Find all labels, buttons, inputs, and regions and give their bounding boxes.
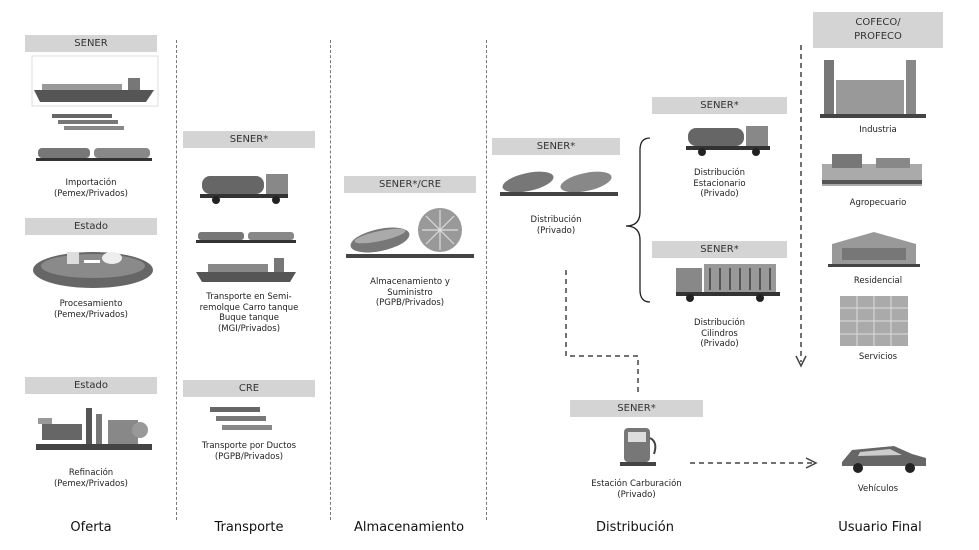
vehiculos-illustration: [842, 446, 926, 473]
ductos-caption: Transporte por Ductos (PGPB/Privados): [183, 441, 315, 462]
cilindros-badge: SENER*: [652, 241, 787, 258]
distribucion-illustration: [500, 171, 618, 196]
refinacion-caption-line1: Refinación: [68, 468, 114, 478]
semiremolque-caption-line2: remolque Carro tanque: [199, 302, 299, 313]
importacion-caption: Importación (Pemex/Privados): [25, 178, 157, 199]
importacion-illustration: [31, 55, 159, 161]
ductos-caption-line1: Transporte por Ductos: [201, 441, 297, 451]
importacion-badge: SENER: [25, 35, 157, 52]
almacenamiento-caption-line1: Almacenamiento y: [370, 277, 450, 287]
servicios-label: Servicios: [858, 352, 898, 362]
refinacion-badge: Estado: [25, 377, 157, 394]
column-label-transporte: Transporte: [214, 520, 284, 535]
usuario-final-arrowhead: [795, 355, 807, 368]
estacionario-caption: Distribución Estacionario (Privado): [652, 168, 787, 200]
carburacion-caption-line1: Estación Carburación: [591, 479, 682, 489]
carburacion-badge: SENER*: [570, 400, 703, 417]
semiremolque-badge: SENER*: [183, 131, 315, 148]
ductos-illustration: [210, 407, 272, 430]
vehiculos-label: Vehículos: [857, 484, 899, 494]
ductos-badge: CRE: [183, 380, 315, 397]
industria-label: Industria: [859, 125, 897, 135]
separator-almacenamiento-distribucion: [486, 40, 487, 520]
semiremolque-caption-line4: (MGI/Privados): [217, 323, 281, 334]
cilindros-illustration: [676, 264, 780, 302]
usuario-final-badge: COFECO/ PROFECO: [813, 12, 943, 48]
column-label-distribucion: Distribución: [596, 520, 674, 535]
carburacion-connector: [565, 270, 639, 396]
distribution-bracket: [625, 137, 651, 303]
semiremolque-caption-line1: Transporte en Semi-: [206, 292, 292, 302]
cilindros-caption-line2: Cilindros: [701, 328, 738, 339]
semiremolque-caption-line3: Buque tanque: [219, 313, 279, 323]
vehiculos-arrowhead: [805, 457, 818, 469]
refinacion-caption-line2: (Pemex/Privados): [53, 478, 129, 489]
carburacion-illustration: [620, 428, 657, 466]
procesamiento-caption: Procesamiento (Pemex/Privados): [25, 299, 157, 320]
cilindros-caption: Distribución Cilindros (Privado): [652, 318, 787, 350]
estacionario-caption-line2: Estacionario: [693, 178, 746, 189]
industria-illustration: [820, 60, 926, 118]
usuario-final-badge-line1: COFECO/: [855, 17, 901, 28]
ductos-caption-line2: (PGPB/Privados): [214, 451, 284, 462]
distribucion-caption: Distribución (Privado): [492, 215, 620, 236]
distribucion-badge: SENER*: [492, 138, 620, 155]
estacionario-caption-line3: (Privado): [700, 189, 739, 199]
almacenamiento-caption-line3: (PGPB/Privados): [375, 298, 445, 308]
almacenamiento-badge: SENER*/CRE: [344, 176, 476, 193]
cilindros-caption-line3: (Privado): [700, 339, 739, 349]
distribucion-caption-line1: Distribución: [530, 215, 582, 225]
estacionario-illustration: [686, 126, 770, 156]
almacenamiento-illustration: [346, 208, 474, 258]
importacion-caption-line1: Importación: [65, 178, 117, 188]
separator-transporte-almacenamiento: [330, 40, 331, 520]
distribucion-caption-line2: (Privado): [536, 225, 576, 236]
almacenamiento-caption: Almacenamiento y Suministro (PGPB/Privad…: [344, 277, 476, 309]
column-label-almacenamiento: Almacenamiento: [353, 520, 465, 535]
procesamiento-caption-line1: Procesamiento: [59, 299, 123, 309]
estacionario-caption-line1: Distribución: [694, 168, 745, 178]
estacionario-badge: SENER*: [652, 97, 787, 114]
procesamiento-badge: Estado: [25, 218, 157, 235]
cilindros-caption-line1: Distribución: [694, 318, 745, 328]
carburacion-caption-line2: (Privado): [617, 489, 656, 500]
agropecuario-illustration: [822, 154, 922, 186]
almacenamiento-caption-line2: Suministro: [387, 287, 433, 298]
agropecuario-label: Agropecuario: [849, 198, 907, 208]
column-label-oferta: Oferta: [70, 520, 112, 535]
usuario-final-badge-line2: PROFECO: [854, 31, 902, 42]
refinacion-illustration: [36, 408, 152, 450]
carburacion-caption: Estación Carburación (Privado): [570, 479, 703, 500]
separator-oferta-transporte: [176, 40, 177, 520]
residencial-label: Residencial: [853, 276, 903, 286]
semiremolque-illustration: [196, 174, 296, 282]
procesamiento-caption-line2: (Pemex/Privados): [53, 309, 129, 320]
column-label-usuario-final: Usuario Final: [838, 520, 922, 535]
procesamiento-illustration: [33, 252, 153, 288]
servicios-illustration: [840, 296, 908, 346]
semiremolque-caption: Transporte en Semi- remolque Carro tanqu…: [183, 292, 315, 334]
importacion-caption-line2: (Pemex/Privados): [53, 188, 129, 199]
residencial-illustration: [828, 232, 920, 267]
refinacion-caption: Refinación (Pemex/Privados): [25, 468, 157, 489]
